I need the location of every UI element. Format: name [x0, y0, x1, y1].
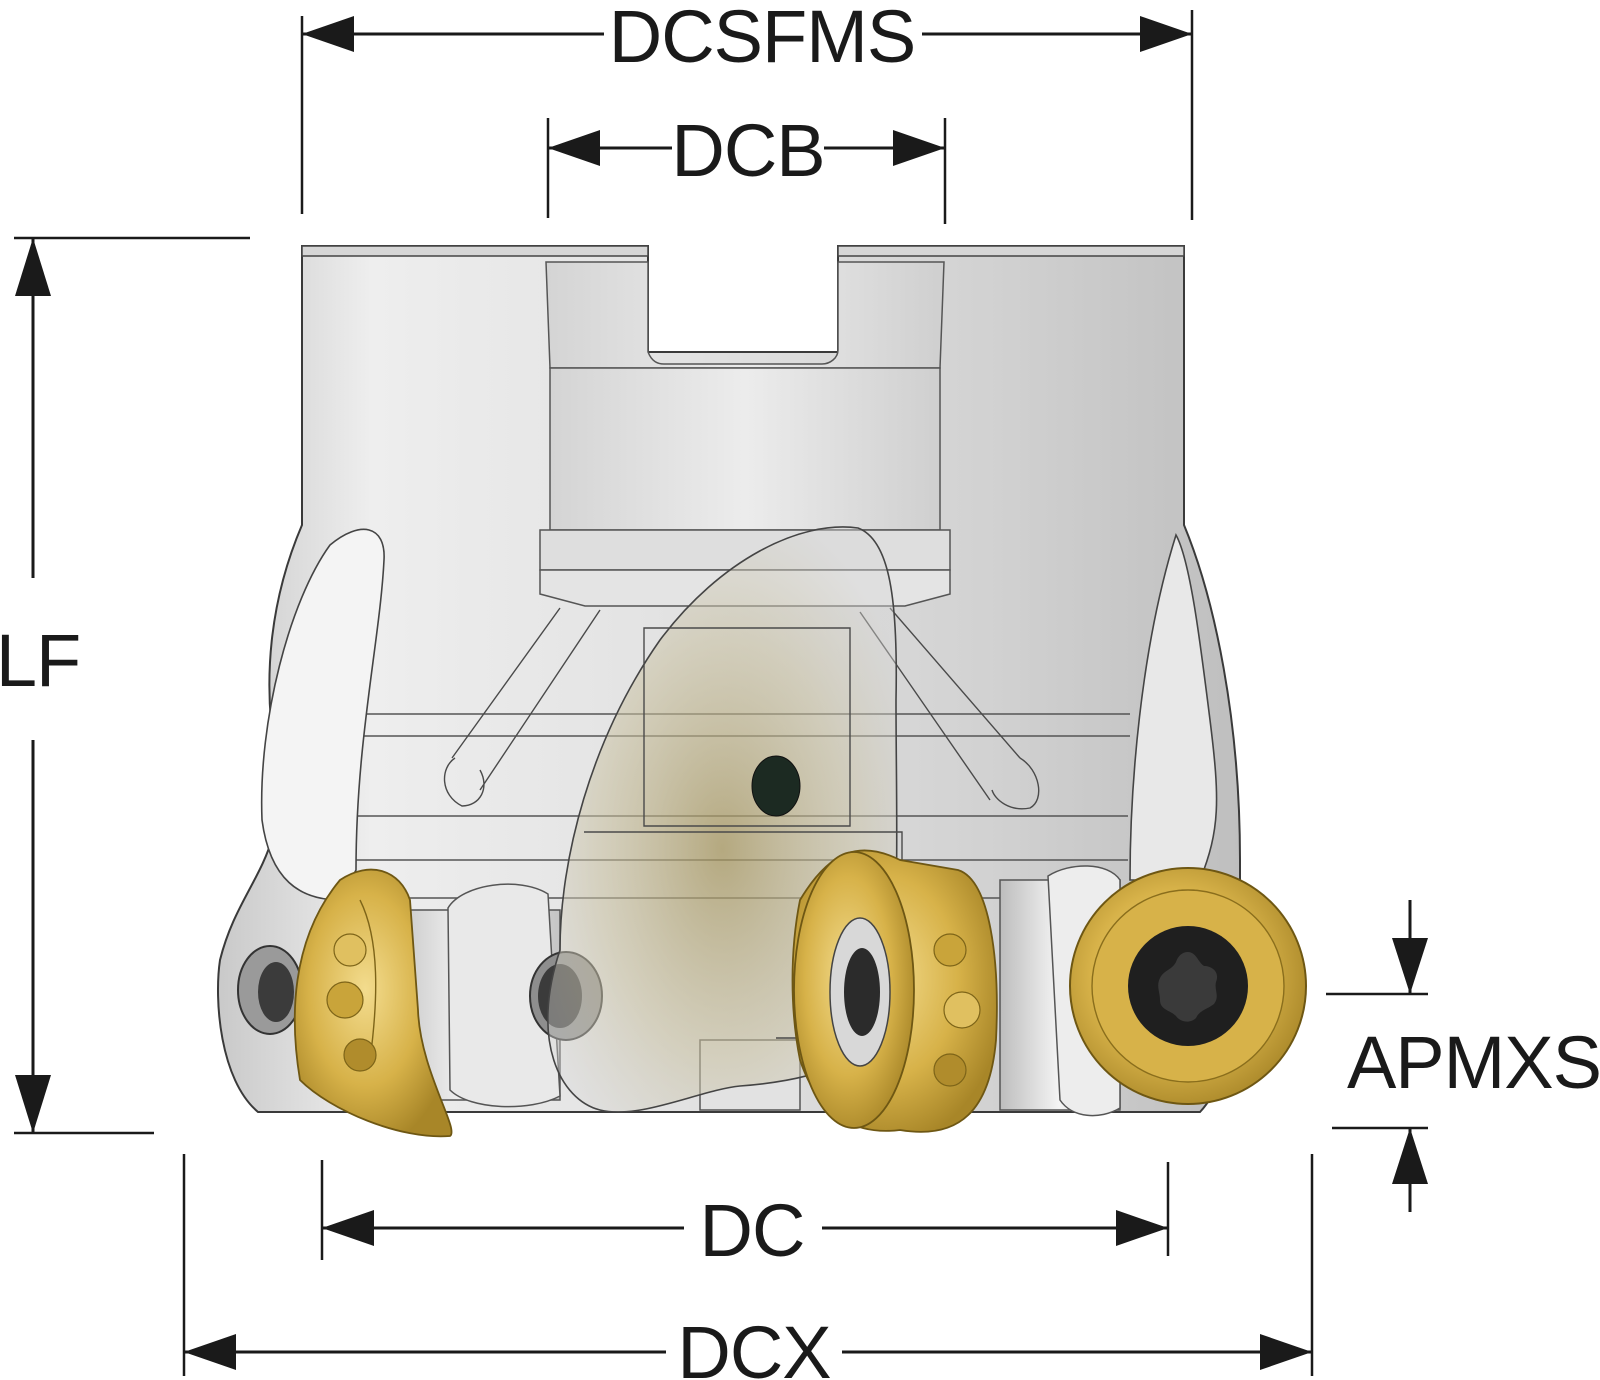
arrowhead: [1392, 1128, 1428, 1184]
dcx-label: DCX: [677, 1311, 830, 1380]
dc-label: DC: [700, 1189, 805, 1272]
arrowhead: [302, 16, 354, 52]
arrowhead: [1116, 1210, 1168, 1246]
body-top-rim: [301, 245, 1185, 257]
arrowhead: [322, 1210, 374, 1246]
dim-dcx: DCX: [182, 1154, 1314, 1380]
arrowhead: [1392, 938, 1428, 994]
dim-lf: LF: [0, 236, 250, 1135]
lf-label: LF: [0, 619, 80, 702]
bore-band: [549, 367, 941, 531]
insert-right: [1069, 867, 1307, 1105]
left-screw-hole: [237, 945, 303, 1035]
dcsfms-label: DCSFMS: [609, 0, 915, 78]
arrowhead: [1140, 16, 1192, 52]
right-flute: [1129, 532, 1218, 881]
torx-screw-icon: [1158, 952, 1218, 1022]
dim-dcsfms: DCSFMS: [300, 0, 1194, 220]
insert-center: [791, 849, 998, 1133]
arrowhead: [15, 1075, 51, 1133]
arrowhead: [184, 1334, 236, 1370]
keyway-slot: [545, 261, 945, 369]
apmxs-label: APMXS: [1347, 1021, 1600, 1104]
dim-dc: DC: [320, 1160, 1170, 1272]
arrowhead: [548, 130, 600, 166]
arrowhead: [1260, 1334, 1312, 1370]
dcb-label: DCB: [671, 109, 824, 192]
dim-apmxs: APMXS: [1326, 900, 1600, 1212]
ghost-coolant-hole: [751, 755, 801, 817]
torx-screw-icon-center: [844, 948, 880, 1036]
dim-dcb: DCB: [546, 109, 947, 224]
pocket-left-ring: [447, 883, 561, 1108]
arrowhead: [893, 130, 945, 166]
arrowhead: [15, 238, 51, 296]
insert-left: [293, 868, 453, 1138]
